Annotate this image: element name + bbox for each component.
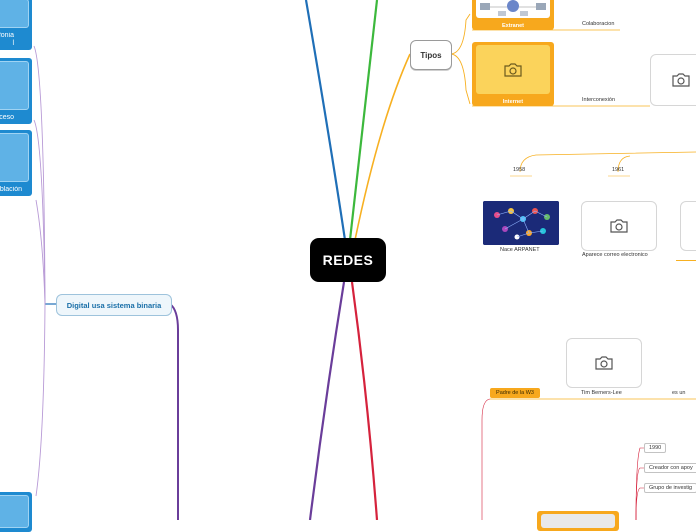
topic-card-telefonia[interactable]: fonia l <box>0 0 32 50</box>
topic-card-bottom[interactable] <box>0 492 32 532</box>
topic-card-label: fonia l <box>0 32 14 47</box>
topic-card-poblacion[interactable]: ablación <box>0 130 32 196</box>
timeline-year: 1958 <box>513 167 526 173</box>
w3-item[interactable]: Grupo de investig <box>644 483 696 493</box>
topic-card-image <box>0 61 29 110</box>
internet-image <box>476 45 550 94</box>
arpanet-image[interactable] <box>483 201 559 245</box>
w3-item[interactable]: Creador con apoy <box>644 463 696 473</box>
tipos-label: Tipos <box>420 50 442 60</box>
extranet-label: Extranet <box>501 23 524 29</box>
topic-card-image <box>0 495 29 528</box>
extranet-note: Colaboracion <box>582 21 615 27</box>
branch-purple <box>308 281 346 520</box>
email-caption: Aparece correo electronico <box>582 252 648 258</box>
bottom-card-image <box>541 514 615 528</box>
extranet-image <box>476 0 550 18</box>
central-topic-label: REDES <box>322 252 374 268</box>
bottom-image-card[interactable] <box>537 511 619 531</box>
topic-card-label: cceso <box>0 114 14 121</box>
tim-berners-lee-label: Tim Berners-Lee <box>581 390 622 396</box>
network-diagram-icon <box>480 0 546 16</box>
timeline-year: 1961 <box>612 167 625 173</box>
w3-item[interactable]: 1990 <box>644 443 667 453</box>
camera-icon <box>595 356 613 370</box>
image-placeholder[interactable] <box>650 54 696 106</box>
camera-icon <box>504 62 522 77</box>
camera-icon <box>672 73 690 87</box>
tipos-node[interactable]: Tipos <box>410 40 452 70</box>
internet-card[interactable]: Internet <box>472 42 554 106</box>
internet-note: Interconexión <box>582 97 616 103</box>
padre-w3-label: Padre de la W3 <box>496 390 534 396</box>
branch-orange <box>354 53 411 241</box>
internet-label: Internet <box>502 99 524 105</box>
digital-node-label: Digital usa sistema binaria <box>66 300 162 310</box>
image-placeholder[interactable] <box>566 338 642 388</box>
padre-w3-node[interactable]: Padre de la W3 <box>490 388 540 398</box>
topic-card-acceso[interactable]: cceso <box>0 58 32 124</box>
branch-blue <box>304 0 347 241</box>
extranet-card[interactable]: Extranet <box>472 0 554 30</box>
branch-green <box>348 0 379 241</box>
arpanet-caption: Nace ARPANET <box>500 247 540 253</box>
topic-card-label: ablación <box>0 186 22 193</box>
branch-red <box>350 281 379 520</box>
topic-card-image <box>0 133 29 182</box>
world-network-image <box>483 201 559 245</box>
image-placeholder[interactable] <box>581 201 657 251</box>
digital-stem <box>169 303 179 520</box>
camera-icon <box>610 219 628 233</box>
image-placeholder[interactable] <box>680 201 696 251</box>
topic-card-image <box>0 0 29 28</box>
timeline-line <box>676 260 696 261</box>
central-topic-redes[interactable]: REDES <box>310 238 386 282</box>
digital-node[interactable]: Digital usa sistema binaria <box>56 294 172 316</box>
es-un-label: es un <box>672 390 686 396</box>
